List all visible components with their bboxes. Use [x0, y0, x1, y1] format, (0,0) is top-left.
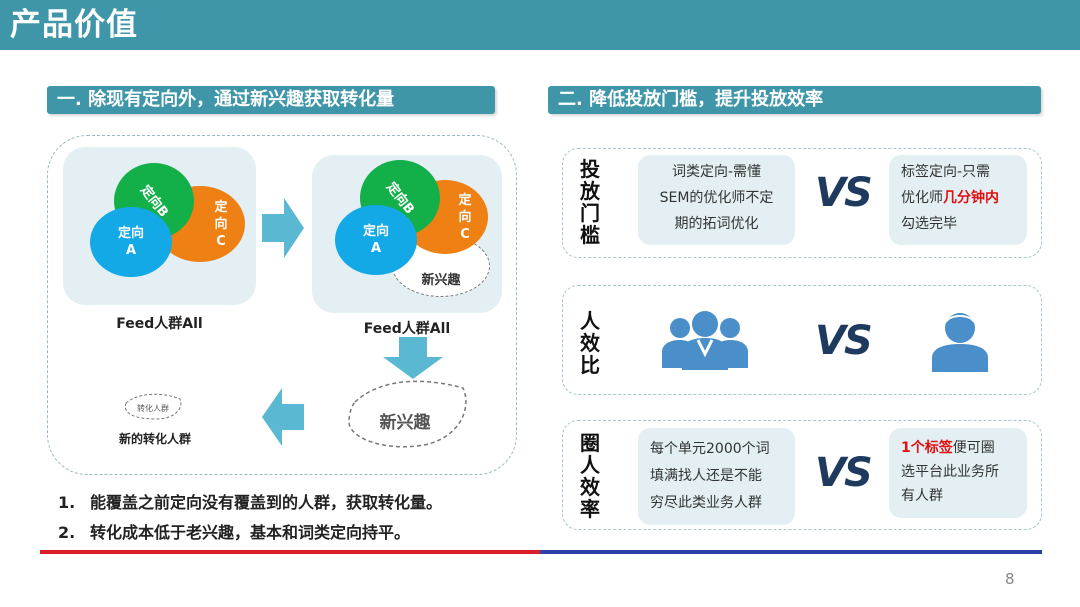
circle-target-a: 定向 A — [335, 205, 417, 275]
venn1-caption: Feed人群All — [116, 316, 203, 332]
row-threshold-right-box: 标签定向-只需 优化师几分钟内 勾选完毕 — [889, 155, 1027, 245]
arrow-down-icon — [383, 337, 443, 379]
row-targeting-efficiency-label: 圈 人 效 率 — [580, 431, 600, 521]
title-bar — [0, 0, 1080, 50]
new-interest-blob-shape — [348, 380, 467, 448]
vs-label: VS — [815, 450, 873, 496]
venn2-caption: Feed人群All — [363, 321, 451, 337]
row-targeting-left-box: 每个单元2000个词 填满找人还是不能 穷尽此类业务人群 — [638, 428, 795, 525]
row-threshold — [562, 148, 1042, 258]
row-threshold-label: 投 放 门 槛 — [580, 157, 600, 247]
row-efficiency-ratio-label: 人 效 比 — [580, 309, 600, 377]
arrow-left-icon — [262, 388, 304, 446]
vs-label: VS — [815, 318, 873, 364]
new-interest-label: 新兴趣 — [379, 413, 431, 433]
page-number: 8 — [1005, 570, 1015, 588]
row-efficiency-ratio — [562, 285, 1042, 395]
row-threshold-left-box: 词类定向-需懂 SEM的优化师不定 期的拓词优化 — [638, 155, 795, 245]
vs-label: VS — [815, 170, 873, 216]
convert-blob-shape — [124, 393, 182, 420]
right-section-header: 二. 降低投放门槛，提升投放效率 — [548, 86, 1041, 114]
circle-target-a: 定向 A — [90, 207, 172, 277]
slide-title: 产品价值 — [10, 7, 138, 43]
bullet-list: 1.能覆盖之前定向没有覆盖到的人群，获取转化量。 2.转化成本低于老兴趣，基本和… — [58, 488, 442, 548]
bullet-item-2: 2.转化成本低于老兴趣，基本和词类定向持平。 — [58, 523, 411, 542]
footer-line-blue — [540, 550, 1042, 554]
group-people-icon — [662, 311, 748, 370]
row-targeting-efficiency — [562, 420, 1042, 530]
convert-blob-label: 转化人群 — [137, 404, 169, 413]
bullet-item-1: 1.能覆盖之前定向没有覆盖到的人群，获取转化量。 — [58, 493, 443, 512]
left-panel-frame — [47, 135, 517, 475]
row-targeting-right-box: 1个标签便可圈 选平台此业务所 有人群 — [889, 428, 1027, 518]
footer-line-red — [40, 550, 540, 554]
convert-caption: 新的转化人群 — [118, 432, 191, 446]
single-person-icon — [932, 313, 988, 372]
left-section-header: 一. 除现有定向外，通过新兴趣获取转化量 — [47, 86, 495, 114]
arrow-right-icon — [262, 198, 304, 258]
